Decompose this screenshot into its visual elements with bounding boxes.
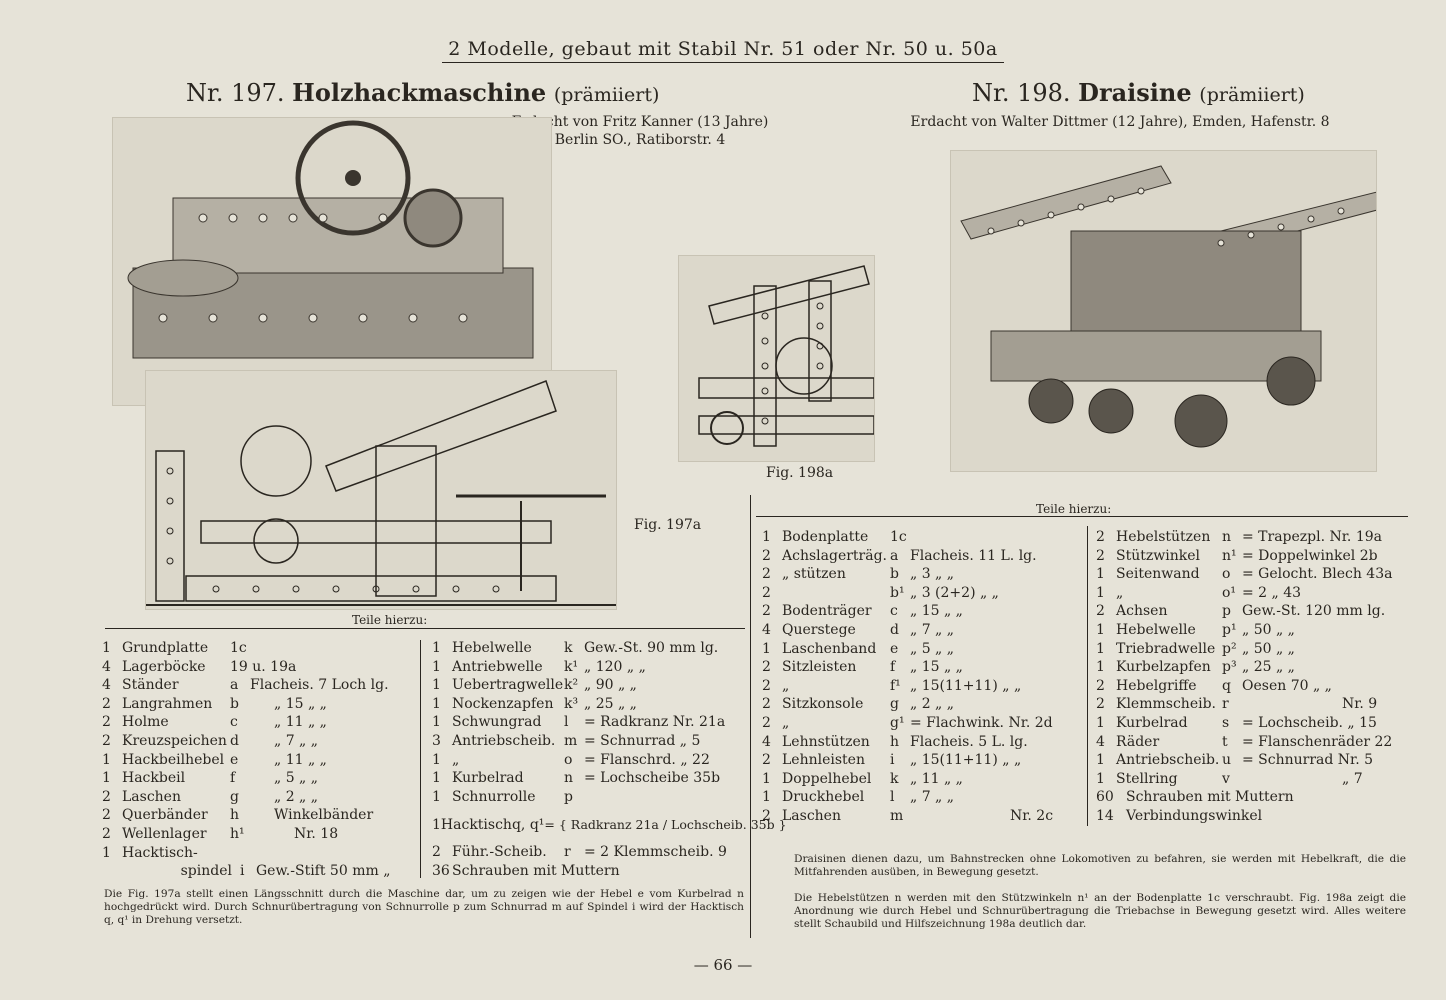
page-header: 2 Modelle, gebaut mit Stabil Nr. 51 oder… bbox=[0, 38, 1446, 63]
page-header-text: 2 Modelle, gebaut mit Stabil Nr. 51 oder… bbox=[442, 38, 1004, 63]
fig-198a-caption: Fig. 198a bbox=[766, 465, 834, 481]
model-197-credit-line-1: Erdacht von Fritz Kanner (13 Jahre) bbox=[511, 114, 769, 130]
model-198-number: Nr. 198. bbox=[972, 79, 1071, 107]
page-number: — 66 — bbox=[693, 956, 753, 974]
model-197-parts-divider bbox=[420, 640, 421, 878]
model-197-award: (prämiiert) bbox=[553, 84, 660, 106]
model-197-name: Holzhackmaschine bbox=[292, 78, 547, 107]
model-197-number: Nr. 197. bbox=[186, 79, 285, 107]
model-198-illustration bbox=[960, 165, 1376, 448]
model-197a-drawing bbox=[145, 370, 617, 610]
model-197-title: Nr. 197. Holzhackmaschine (prämiiert) bbox=[186, 78, 659, 107]
model-198a-section-illustration bbox=[698, 265, 874, 447]
page-column-divider bbox=[750, 495, 751, 938]
model-198-parts-heading: Teile hierzu: bbox=[1036, 502, 1112, 516]
model-197-parts-rule bbox=[105, 628, 745, 629]
model-197-parts-heading: Teile hierzu: bbox=[352, 613, 428, 627]
model-197-illustration bbox=[127, 120, 534, 359]
model-198-award: (prämiiert) bbox=[1199, 84, 1305, 106]
model-197-credit: Erdacht von Fritz Kanner (13 Jahre) Berl… bbox=[470, 113, 810, 149]
parts-row: 2„f¹„ 15(11+11) „ „ bbox=[762, 677, 1022, 694]
model-198-note-1: Draisinen dienen dazu, um Bahnstrecken o… bbox=[794, 853, 1406, 878]
model-198-parts-divider bbox=[1087, 526, 1088, 826]
model-198a-drawing bbox=[678, 255, 875, 462]
model-197a-section-illustration bbox=[146, 380, 616, 606]
parts-row: 1„o= Flanschrd. „ 22 bbox=[432, 751, 710, 768]
model-198-credit: Erdacht von Walter Dittmer (12 Jahre), E… bbox=[910, 114, 1330, 130]
model-198-title: Nr. 198. Draisine (prämiiert) bbox=[972, 78, 1305, 107]
fig-197a-caption: Fig. 197a bbox=[634, 517, 702, 533]
model-198-name: Draisine bbox=[1078, 78, 1192, 107]
parts-row: 1„o¹= 2 „ 43 bbox=[1096, 584, 1302, 601]
model-197-credit-line-2: Berlin SO., Ratiborstr. 4 bbox=[554, 132, 726, 148]
model-198-note-2: Die Hebelstützen n werden mit den Stützw… bbox=[794, 892, 1406, 930]
model-198-parts-rule bbox=[756, 516, 1408, 517]
model-198-photo bbox=[950, 150, 1377, 472]
parts-row: 2„g¹= Flachwink. Nr. 2d bbox=[762, 714, 1053, 731]
model-197-photo bbox=[112, 117, 552, 406]
model-197-note: Die Fig. 197a stellt einen Längsschnitt … bbox=[104, 888, 744, 926]
